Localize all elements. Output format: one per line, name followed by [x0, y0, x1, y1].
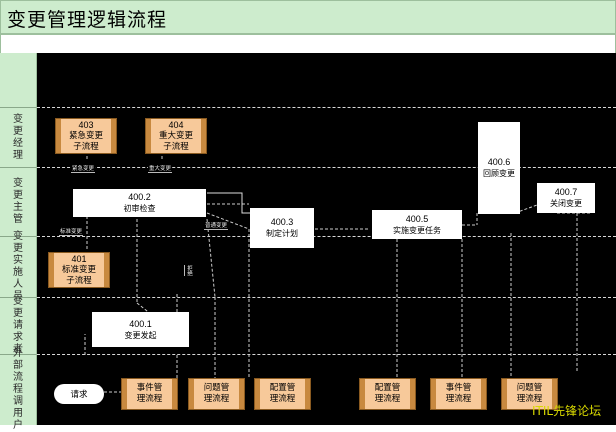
lane-label-manager: 变更经理 [13, 114, 23, 161]
watermark-text: ITIL先锋论坛 [532, 404, 602, 418]
box-label: 理流程 [269, 394, 296, 404]
lane-divider [37, 167, 616, 168]
box-number: 404 [168, 119, 184, 130]
external-process-config[interactable]: 配置管 理流程 [254, 378, 311, 410]
lane-separator [0, 107, 36, 108]
box-label: 关闭变更 [550, 199, 582, 208]
box-label: 重大变更 [158, 130, 193, 141]
connector-solid [207, 192, 250, 214]
box-label: 变更发起 [124, 330, 157, 340]
lane-separator [0, 297, 36, 298]
diagram-canvas: 403 紧急变更 子流程 404 重大变更 子流程 紧急变更 重大变更 400.… [37, 53, 616, 425]
box-label: 制定计划 [266, 229, 298, 238]
external-process-problem[interactable]: 问题管 理流程 [188, 378, 245, 410]
edge-label-major: 重大变更 [148, 166, 173, 173]
box-label: 子流程 [73, 141, 99, 152]
box-label: 回顾变更 [483, 169, 515, 178]
box-label: 理流程 [203, 394, 230, 404]
box-label: 配置管 [269, 383, 296, 393]
subprocess-404[interactable]: 404 重大变更 子流程 [145, 118, 207, 154]
box-number: 400.2 [128, 192, 151, 202]
process-400-7[interactable]: 400.7 关闭变更 [537, 183, 595, 213]
box-label: 理流程 [445, 394, 472, 404]
box-label: 子流程 [66, 275, 92, 286]
title-bar: 变更管理逻辑流程 [0, 0, 616, 34]
box-label: 配置管 [374, 383, 401, 393]
edge-label-emergency: 紧急变更 [71, 166, 96, 173]
diagram-title: 变更管理逻辑流程 [7, 9, 168, 31]
subtitle-bar [0, 34, 616, 54]
connector [514, 204, 538, 214]
box-number: 400.6 [487, 157, 511, 167]
swimlane-header-column: 变更经理 变更主管 变更实施人员 变更请求者 外部流程调用户 [0, 53, 37, 431]
connector [206, 218, 216, 298]
lane-divider [37, 297, 616, 298]
lane-divider [37, 107, 616, 108]
external-process-config-2[interactable]: 配置管 理流程 [359, 378, 416, 410]
lane-separator [0, 167, 36, 168]
box-label: 理流程 [516, 394, 543, 404]
box-number: 401 [71, 253, 87, 264]
lane-header-blank [0, 53, 36, 108]
box-number: 400.1 [129, 318, 152, 329]
connector-lines [84, 145, 592, 393]
lane-label-external: 外部流程调用户 [13, 348, 23, 431]
process-400-6[interactable]: 400.6 回顾变更 [478, 122, 520, 214]
box-label: 问题管 [203, 383, 230, 393]
start-terminal-request[interactable]: 请求 [54, 384, 104, 404]
box-label: 初审检查 [123, 204, 156, 213]
box-number: 403 [78, 119, 94, 130]
lane-label-requester: 变更请求者 [13, 296, 23, 355]
process-400-1[interactable]: 400.1 变更发起 [92, 312, 189, 347]
box-number: 400.7 [554, 187, 578, 197]
process-400-3[interactable]: 400.3 制定计划 [250, 208, 314, 248]
subprocess-403[interactable]: 403 紧急变更 子流程 [55, 118, 117, 154]
external-process-incident[interactable]: 事件管 理流程 [121, 378, 178, 410]
lane-separator [0, 236, 36, 237]
box-label: 问题管 [516, 383, 543, 393]
box-label: 理流程 [374, 394, 401, 404]
subprocess-401[interactable]: 401 标准变更 子流程 [48, 252, 110, 288]
box-label: 理流程 [136, 394, 163, 404]
box-label: 事件管 [136, 383, 163, 393]
lane-separator [0, 354, 36, 355]
box-label: 子流程 [163, 141, 189, 152]
connector [206, 212, 250, 230]
box-label: 事件管 [445, 383, 472, 393]
lane-divider [37, 236, 616, 237]
edge-label-reject: 拒绝 [184, 265, 193, 276]
lane-label-supervisor: 变更主管 [13, 178, 23, 225]
process-400-2[interactable]: 400.2 初审检查 [73, 189, 206, 217]
lane-divider [37, 354, 616, 355]
edge-label-normal: 普通变更 [204, 223, 229, 230]
external-process-incident-2[interactable]: 事件管 理流程 [430, 378, 487, 410]
box-label: 紧急变更 [68, 130, 103, 141]
process-400-5[interactable]: 400.5 实施变更任务 [372, 210, 462, 239]
box-label: 标准变更 [61, 264, 96, 275]
lane-label-implementer: 变更实施人员 [13, 231, 23, 302]
external-process-problem-2[interactable]: 问题管 理流程 [501, 378, 558, 410]
edge-label-standard: 标准变更 [59, 229, 84, 236]
box-number: 400.3 [270, 217, 294, 227]
box-label: 实施变更任务 [393, 225, 441, 235]
box-number: 400.5 [405, 213, 429, 224]
